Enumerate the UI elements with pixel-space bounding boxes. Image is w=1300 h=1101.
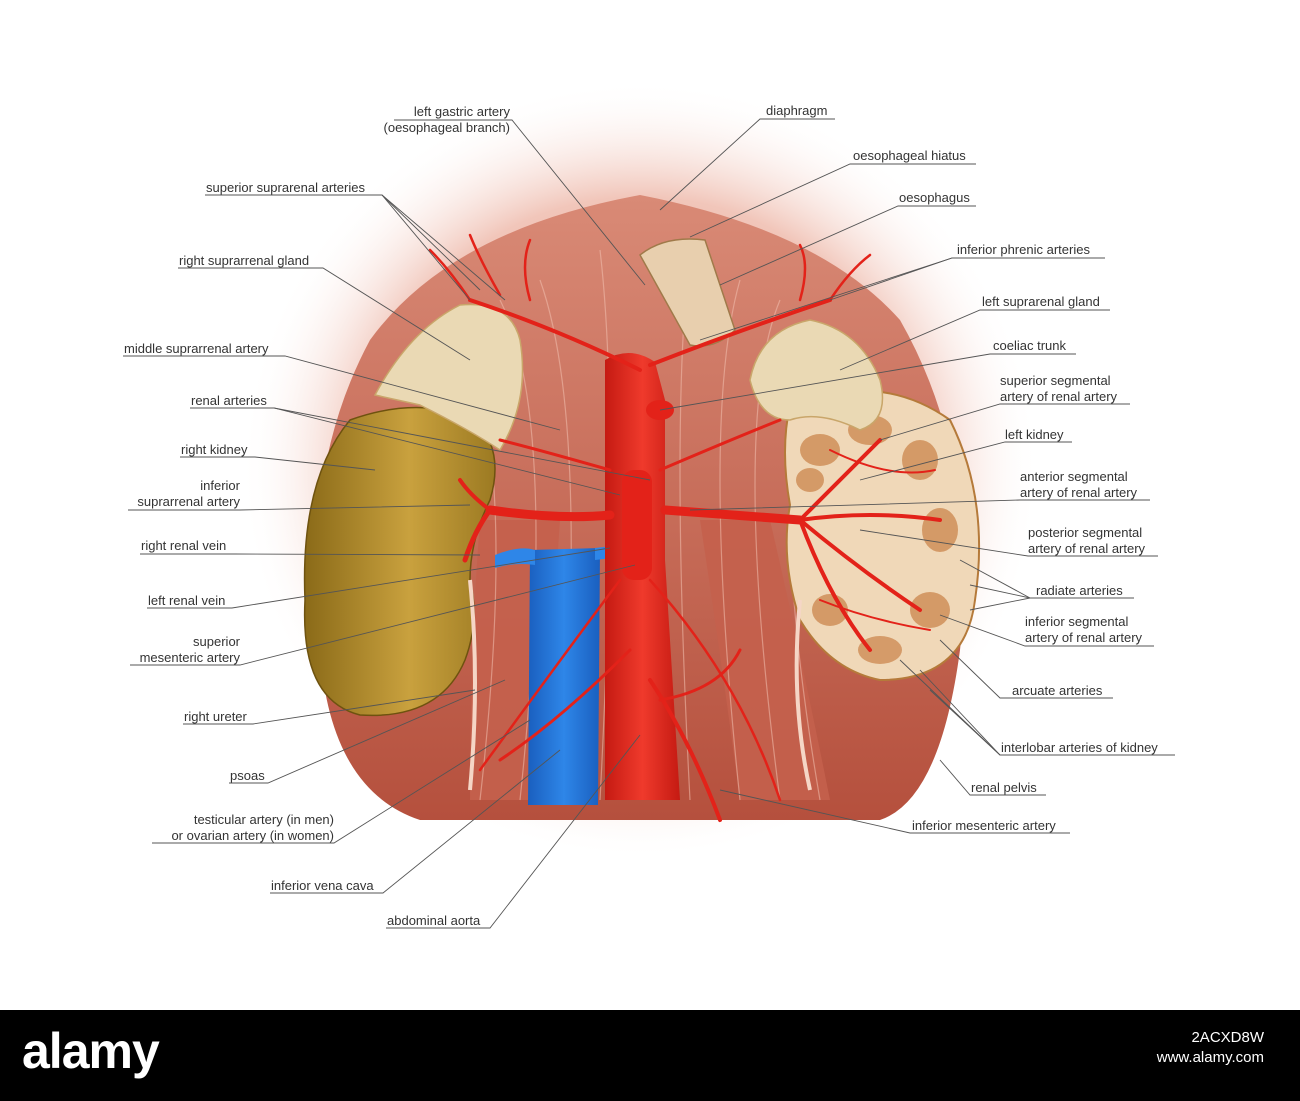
inferior-vena-cava-shape: [528, 548, 600, 805]
left-kidney-pyramids: [796, 415, 958, 664]
label-inferior-suprarrenal-artery: inferior suprarrenal artery: [137, 478, 240, 509]
label-oesophageal-hiatus: oesophageal hiatus: [853, 148, 966, 163]
label-oesophagus: oesophagus: [899, 190, 970, 205]
label-left-renal-vein: left renal vein: [148, 593, 226, 608]
right-ureter-shape: [468, 579, 477, 791]
label-left-kidney: left kidney: [1005, 427, 1064, 442]
stock-image-info: 2ACXD8W www.alamy.com: [1157, 1028, 1264, 1068]
label-renal-pelvis: renal pelvis: [971, 780, 1037, 795]
label-radiate-arteries: radiate arteries: [1036, 583, 1123, 598]
label-left-gastric-artery: left gastric artery (oesophageal branch): [383, 104, 510, 135]
label-abdominal-aorta: abdominal aorta: [387, 913, 481, 928]
label-renal-arteries: renal arteries: [191, 393, 267, 408]
stock-logo[interactable]: alamy: [22, 1023, 160, 1079]
psoas-right: [700, 520, 830, 800]
right-renal-vein-shape: [495, 548, 535, 568]
sma-bulge: [622, 470, 652, 580]
stock-image-id: 2ACXD8W: [1191, 1029, 1264, 1046]
label-arcuate-arteries: arcuate arteries: [1012, 683, 1103, 698]
arteries: [428, 233, 942, 822]
label-superior-segmental-artery: superior segmental artery of renal arter…: [1000, 373, 1118, 404]
anatomy-illustration: [123, 80, 1175, 929]
stock-site-url[interactable]: www.alamy.com: [1156, 1049, 1264, 1066]
anatomy-figure: left gastric artery (oesophageal branch)…: [123, 80, 1175, 929]
label-posterior-segmental-artery: posterior segmental artery of renal arte…: [1028, 525, 1146, 556]
label-left-suprarenal-gland: left suprarenal gland: [982, 294, 1100, 309]
label-interlobar-arteries: interlobar arteries of kidney: [1001, 740, 1158, 755]
label-psoas: psoas: [230, 768, 265, 783]
label-superior-mesenteric-artery: superior mesenteric artery: [139, 634, 240, 665]
leader-lines: [123, 118, 1175, 929]
label-coeliac-trunk: coeliac trunk: [993, 338, 1066, 353]
label-superior-suprarenal-arteries: superior suprarenal arteries: [206, 180, 365, 195]
label-inferior-mesenteric-artery: inferior mesenteric artery: [912, 818, 1056, 833]
label-right-ureter: right ureter: [184, 709, 247, 724]
stock-footer-bar: alamy 2ACXD8W www.alamy.com: [0, 1010, 1300, 1101]
label-right-suprarrenal-gland: right suprarrenal gland: [179, 253, 310, 268]
label-diaphragm: diaphragm: [766, 103, 828, 118]
right-suprarenal-gland-shape: [373, 303, 524, 452]
label-right-renal-vein: right renal vein: [141, 538, 227, 553]
left-ureter-shape: [794, 599, 812, 791]
label-inferior-vena-cava: inferior vena cava: [271, 878, 374, 893]
label-testicular-artery: testicular artery (in men) or ovarian ar…: [171, 812, 334, 843]
label-middle-suprarrenal-artery: middle suprarrenal artery: [124, 341, 269, 356]
label-inferior-segmental-artery: inferior segmental artery of renal arter…: [1025, 614, 1143, 645]
label-anterior-segmental-artery: anterior segmental artery of renal arter…: [1020, 469, 1138, 500]
label-inferior-phrenic-arteries: inferior phrenic arteries: [957, 242, 1090, 257]
label-right-kidney: right kidney: [181, 442, 248, 457]
left-suprarenal-gland-shape: [749, 319, 884, 431]
